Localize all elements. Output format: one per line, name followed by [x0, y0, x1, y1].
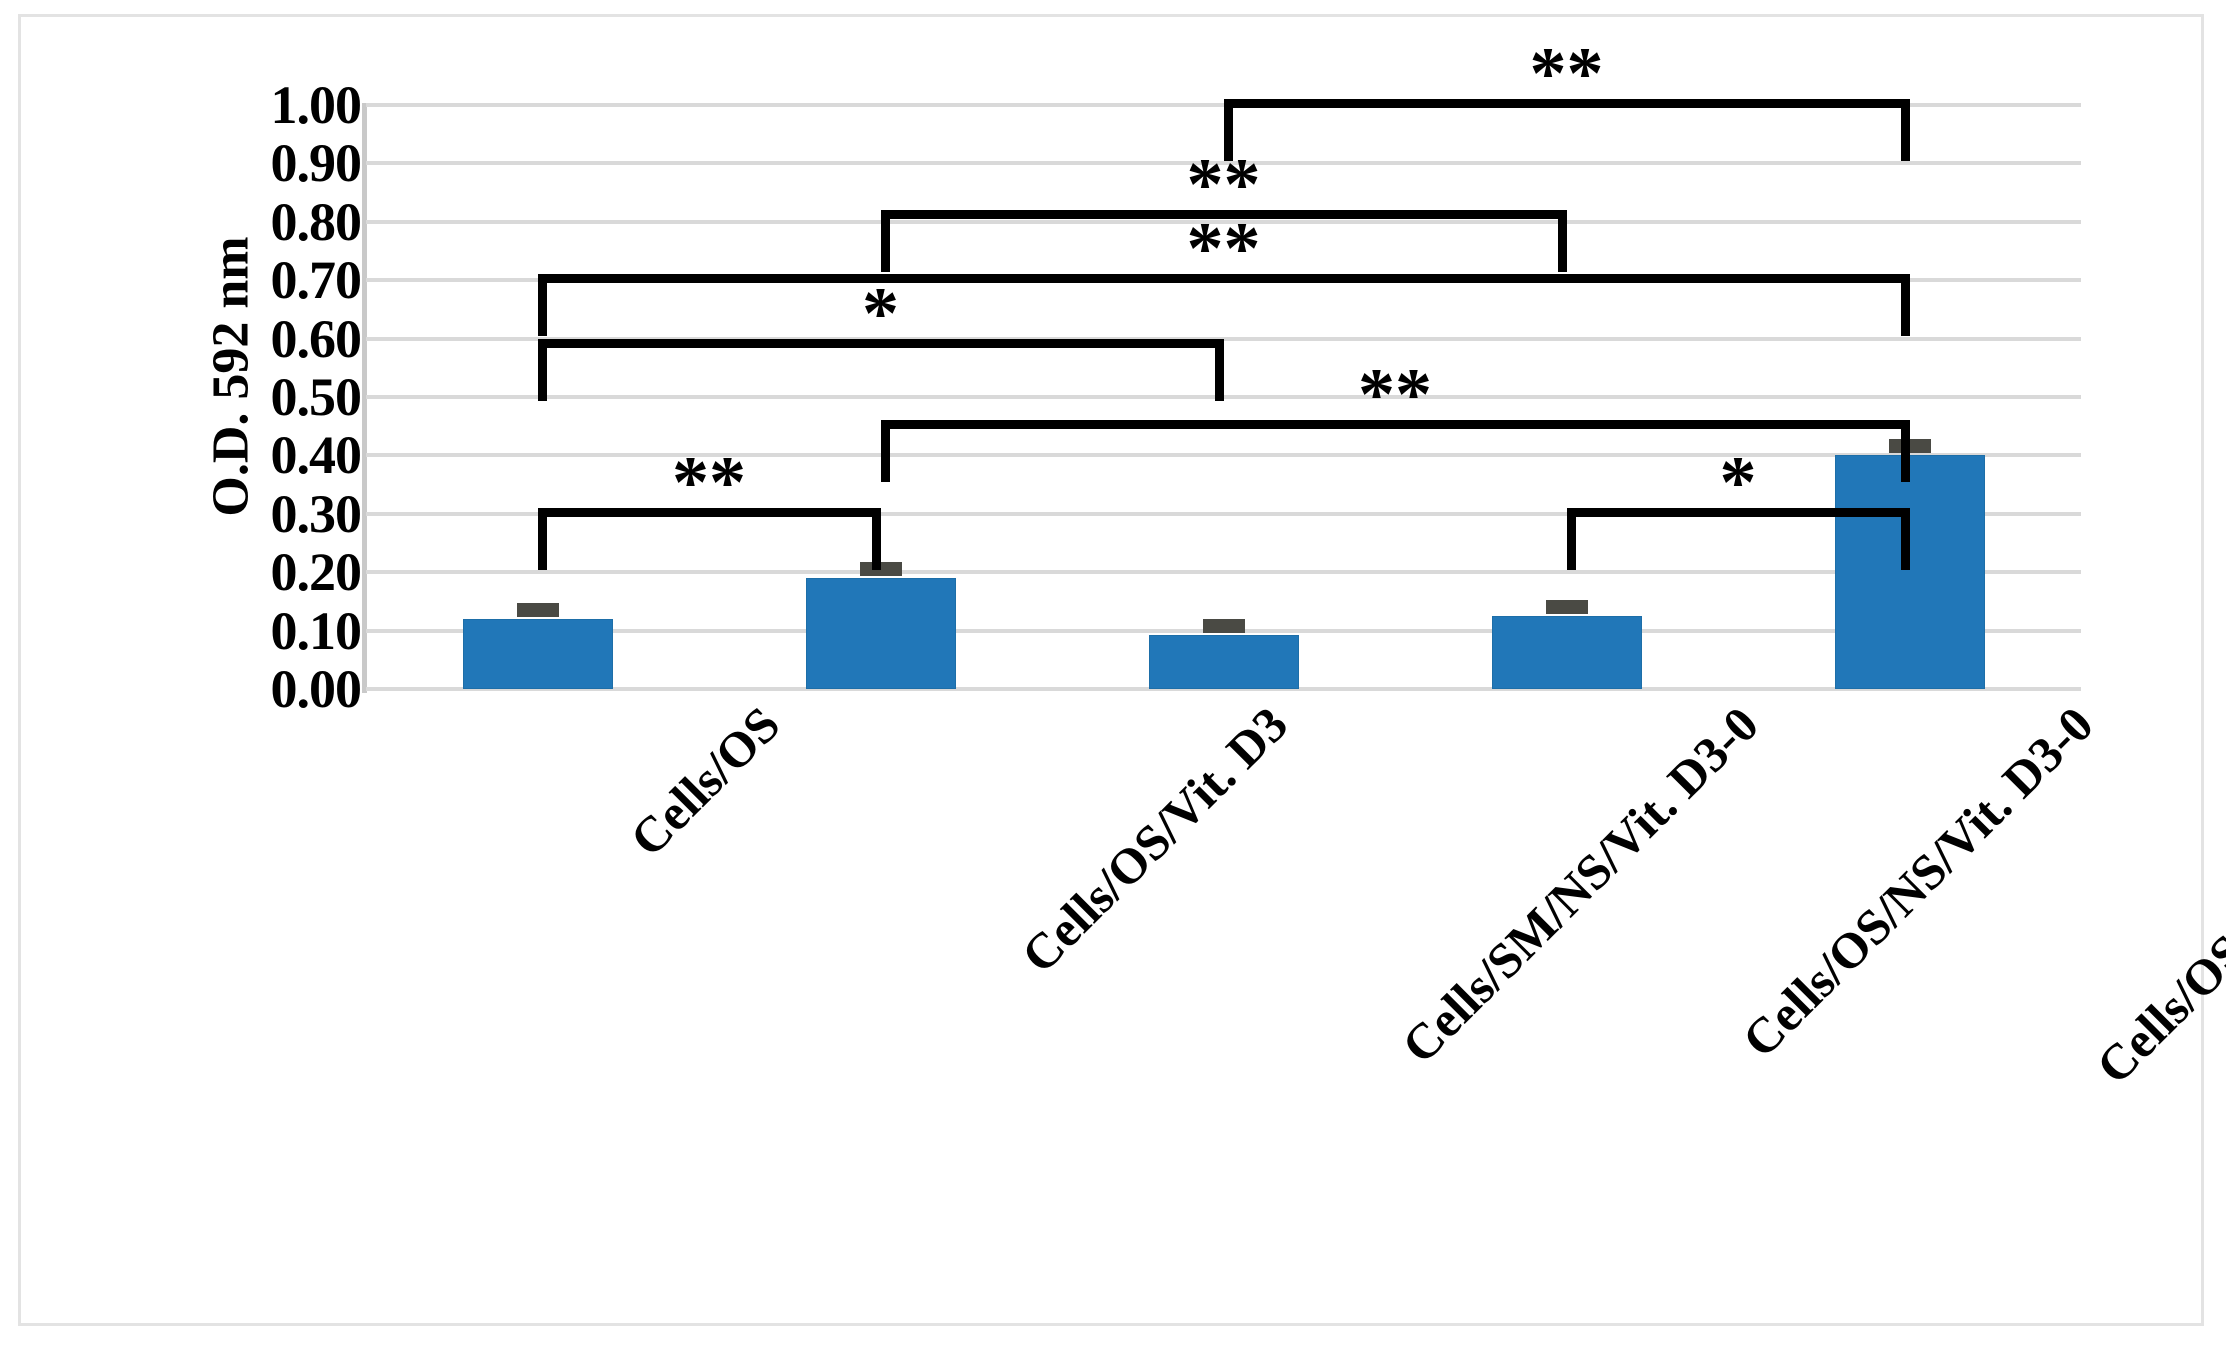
significance-bracket: ** — [537, 446, 881, 570]
y-tick-label: 0.90 — [270, 133, 362, 194]
y-axis-spine — [362, 103, 367, 693]
y-tick-label: 0.60 — [270, 308, 362, 369]
significance-stars: ** — [672, 441, 746, 524]
bracket-leg — [880, 420, 890, 483]
error-bar — [859, 562, 902, 577]
error-bar — [1202, 618, 1245, 633]
error-bar — [516, 602, 559, 617]
y-tick-label: 0.80 — [270, 191, 362, 252]
y-tick-label: 1.00 — [270, 75, 362, 135]
gridline — [366, 336, 2081, 341]
bar-slot — [366, 105, 709, 689]
bar-slot — [1738, 105, 2081, 689]
bracket-leg — [1214, 338, 1224, 401]
significance-stars: ** — [1186, 208, 1261, 291]
y-tick-label: 0.20 — [270, 542, 362, 603]
x-axis-tick-labels: Cells/OS Cells/OS/Vit. D3 Cells/SM/NS/Vit.… — [366, 695, 2226, 1255]
bracket-bar — [1223, 99, 1910, 109]
bar[interactable] — [1491, 616, 1642, 689]
bracket-bar — [537, 338, 1224, 348]
gridline — [366, 570, 2081, 575]
y-tick-label: 0.70 — [270, 250, 362, 311]
bar[interactable] — [805, 578, 956, 689]
bar-slot — [1395, 105, 1738, 689]
bracket-leg — [880, 210, 890, 273]
bracket-leg — [1557, 210, 1567, 273]
significance-bracket: ** — [537, 212, 1910, 337]
bracket-leg — [1566, 507, 1576, 570]
significance-bracket: * — [1566, 446, 1910, 570]
bar[interactable] — [1148, 634, 1299, 689]
significance-stars: * — [862, 272, 899, 355]
significance-stars: ** — [1529, 33, 1604, 116]
y-tick-label: 0.40 — [270, 425, 362, 486]
bracket-leg — [1900, 420, 1910, 483]
x-tick-label: Cells/OS — [618, 695, 790, 867]
bracket-leg — [537, 338, 547, 401]
x-tick-label: Cells/OS/Vit. D3 — [1009, 695, 1298, 984]
x-tick-label: Cells/SM/NS/Vit. D3-0 — [1390, 695, 1769, 1074]
significance-bracket: ** — [880, 148, 1567, 273]
bracket-leg — [537, 274, 547, 337]
gridline — [366, 161, 2081, 166]
significance-bracket: ** — [1223, 37, 1910, 162]
plot-area: ************ — [366, 37, 2081, 691]
bracket-leg — [1900, 99, 1910, 162]
bracket-leg — [871, 507, 881, 570]
bracket-leg — [1900, 274, 1910, 337]
bar-slot — [1052, 105, 1395, 689]
bar[interactable] — [462, 618, 613, 689]
significance-bracket: ** — [880, 358, 1910, 483]
bracket-leg — [537, 507, 547, 570]
y-tick-label: 0.10 — [270, 600, 362, 661]
gridline — [366, 453, 2081, 458]
bracket-bar — [537, 507, 881, 517]
significance-bracket: * — [537, 277, 1224, 401]
significance-stars: ** — [1358, 354, 1432, 437]
x-tick-label: Cells/OS/NS/Vit. D3-0 — [1730, 695, 2104, 1068]
bracket-bar — [880, 420, 1910, 430]
bar[interactable] — [1834, 455, 1985, 689]
gridline — [366, 511, 2081, 516]
bracket-bar — [880, 210, 1567, 220]
bracket-bar — [1566, 507, 1910, 517]
significance-stars: * — [1719, 441, 1757, 524]
bracket-leg — [1223, 99, 1233, 162]
x-tick-label: Cells/OS/NS/Vit. D3-2.5 — [2084, 696, 2226, 1095]
y-tick-label: 0.00 — [270, 659, 362, 719]
bar-slot — [709, 105, 1052, 689]
gridline — [366, 687, 2081, 691]
bracket-bar — [537, 274, 1910, 284]
error-bar — [1888, 439, 1931, 454]
gridline — [366, 395, 2081, 399]
error-bar — [1545, 600, 1588, 614]
bracket-leg — [1900, 507, 1910, 570]
y-tick-label: 0.30 — [270, 483, 362, 544]
gridline — [366, 219, 2081, 224]
y-tick-label: 0.50 — [270, 367, 362, 427]
